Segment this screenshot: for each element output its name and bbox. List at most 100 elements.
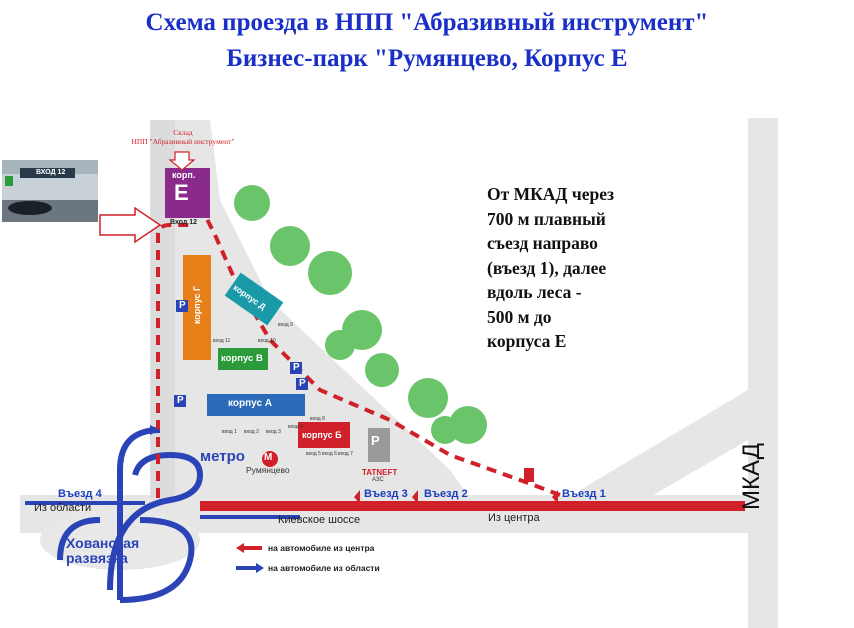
entry-2-arrow [412, 490, 418, 504]
forest [234, 185, 487, 444]
tree [408, 378, 448, 418]
warehouse-label-line1: Склад [173, 128, 193, 137]
highway-lane-to-center [200, 501, 745, 511]
parking-letter: P [299, 378, 306, 389]
small-entrance-label: вход 1 [222, 429, 237, 435]
highway-lane-blue [200, 515, 300, 519]
building-e-label: корп. [172, 170, 196, 180]
small-entrance-label: вход 9 [278, 322, 293, 328]
mkad-road [748, 118, 778, 628]
entry-arrows [354, 490, 558, 504]
legend-red-head [236, 543, 244, 553]
legend-from-center: на автомобиле из центра [268, 543, 375, 553]
legend-arrows [236, 543, 264, 573]
photo-sign-text: ВХОД 12 [36, 169, 66, 176]
route-line: корпуса Е [487, 331, 567, 351]
parking-structure-letter: P [371, 433, 380, 448]
route-line: 500 м до [487, 306, 552, 327]
parking-letter: P [179, 300, 186, 311]
small-entrance-label: вход 8 [310, 416, 325, 422]
parking-structure [368, 428, 390, 462]
interchange-label-line2: развязка [66, 550, 128, 566]
route-instructions: От МКАД через 700 м плавный съезд направ… [487, 182, 614, 354]
region-arrow [150, 425, 160, 435]
interchange-label: Хованская развязка [66, 536, 139, 566]
tree [449, 406, 487, 444]
tree [270, 226, 310, 266]
legend-from-region: на автомобиле из области [268, 563, 380, 573]
fuel-pump-sign [524, 468, 534, 482]
interchange-loop-3 [119, 517, 195, 603]
entry-3-label: Въезд 3 [364, 488, 408, 500]
parking-letter: P [293, 362, 300, 373]
parking-letter: P [177, 395, 184, 406]
building-b-label: корпус Б [302, 430, 342, 440]
tatneft-label: TATNEFT [362, 468, 398, 477]
route-line: 700 м плавный [487, 208, 606, 229]
interchange-loop-4 [57, 517, 101, 561]
building-v-shape [218, 348, 268, 370]
tree [308, 251, 352, 295]
building-g-label: корпус Г [192, 285, 202, 325]
photo-pointer-arrow [99, 206, 162, 244]
buildings [165, 168, 390, 462]
small-entrance-label: вход 2 [244, 429, 259, 435]
mkad-ramp-road [580, 390, 748, 520]
parking-sign-2 [176, 300, 188, 312]
to-center-label: Из центра [488, 512, 540, 524]
building-e-shape [165, 168, 210, 218]
building-d-shape [224, 272, 284, 326]
metro-label: метро [200, 448, 245, 465]
tree [431, 416, 459, 444]
entry-3-arrow [354, 490, 360, 504]
entry-1-arrow [552, 490, 558, 504]
from-region-label: Из области [34, 502, 92, 514]
highway-lane-region [25, 501, 145, 505]
route-dash-main [203, 214, 561, 497]
warehouse-label: Склад НПП "Абразивный инструмент" [118, 128, 248, 146]
building-v-label: корпус В [221, 353, 263, 364]
highway-lanes [25, 501, 745, 519]
small-entrance-label: вход 10 [258, 338, 276, 344]
building-e-letter: Е [174, 180, 189, 205]
parking-sign-1 [174, 395, 186, 407]
entry-2-label: Въезд 2 [424, 488, 468, 500]
interchange-arrowhead [150, 425, 160, 435]
warehouse-label-line2: НПП "Абразивный инструмент" [131, 137, 235, 146]
metro-station-label: Румянцево [246, 465, 290, 475]
interchange-label-line1: Хованская [66, 535, 140, 551]
small-entrance-label: вход 6 [322, 451, 337, 457]
entry-4-label: Въезд 4 [58, 488, 102, 500]
parking-sign-3 [290, 362, 302, 374]
route-from-center [156, 214, 561, 498]
tree [234, 185, 270, 221]
small-entrance-label: вход 5 [306, 451, 321, 457]
parking-sign-4 [296, 378, 308, 390]
small-entrance-label: вход 3 [266, 429, 281, 435]
tree [365, 353, 399, 387]
building-a-shape [207, 394, 305, 416]
entrance-photo [2, 160, 98, 222]
route-line: (въезд 1), далее [487, 257, 607, 278]
tree [325, 330, 355, 360]
tatneft-sub-label: АЗС [372, 477, 384, 483]
route-line: От МКАД через [487, 184, 615, 204]
building-b-shape [298, 422, 350, 448]
route-dash-west [156, 223, 195, 498]
metro-logo-icon [262, 451, 278, 467]
parking-signs [174, 300, 308, 407]
warehouse-pointer-arrow [168, 151, 196, 171]
entry-1-label: Въезд 1 [562, 488, 606, 500]
small-entrance-label: вход 11 [213, 338, 231, 344]
small-entrance-label: вход 7 [338, 451, 353, 457]
entrance-12-label: Вход 12 [170, 219, 198, 226]
page-title-line-2: Бизнес-парк "Румянцево, Корпус Е [226, 45, 628, 72]
page-title-line-1: Схема проезда в НПП "Абразивный инструме… [145, 9, 709, 36]
mkad-label: МКАД [738, 442, 765, 510]
highway-label: Киевское шоссе [278, 514, 361, 526]
small-entrance-label: вход 4 [288, 424, 303, 430]
legend-blue-head [256, 563, 264, 573]
building-a-label: корпус А [228, 398, 273, 409]
route-line: съезд направо [487, 233, 598, 253]
